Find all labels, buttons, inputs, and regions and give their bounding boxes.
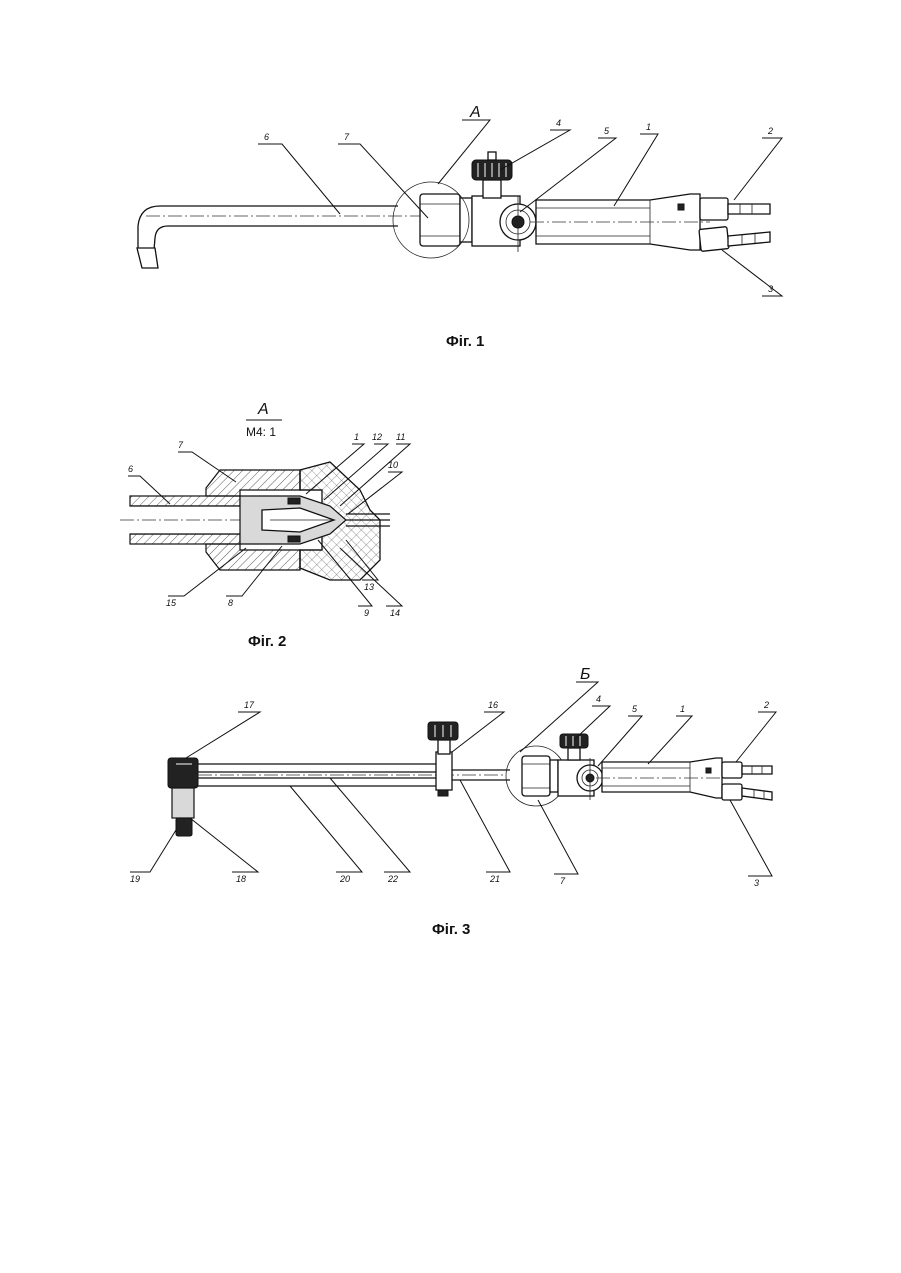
fig1-nipples [699, 198, 770, 251]
fig3-head [168, 758, 198, 836]
fig3-label-3: 3 [754, 878, 759, 888]
fig3-label-22: 22 [387, 874, 398, 884]
fig3-nut [522, 756, 558, 796]
fig3-label-1: 1 [680, 704, 685, 714]
fig2-label-12: 12 [372, 432, 382, 442]
fig3-label-7: 7 [560, 876, 566, 886]
fig1-label-6: 6 [264, 132, 269, 142]
fig3-nipples [722, 762, 772, 800]
fig2-label-7: 7 [178, 440, 184, 450]
fig1-label-7: 7 [344, 132, 350, 142]
fig1-detail-mark: A [469, 104, 481, 121]
fig2-detail-title: A [257, 401, 269, 418]
fig3-handle [596, 758, 730, 798]
fig3-label-19: 19 [130, 874, 140, 884]
fig2-label-1: 1 [354, 432, 359, 442]
fig3-label-21: 21 [489, 874, 500, 884]
fig1-label-4: 4 [556, 118, 561, 128]
fig3-label-4: 4 [596, 694, 601, 704]
fig1-label-2: 2 [767, 126, 773, 136]
fig3-label-17: 17 [244, 700, 255, 710]
fig2-label-8: 8 [228, 598, 233, 608]
fig2-label-15: 15 [166, 598, 177, 608]
fig2-label-10: 10 [388, 460, 398, 470]
fig2-label-13: 13 [364, 582, 374, 592]
fig2-caption: Фіг. 2 [248, 633, 286, 650]
figure-3: 17 16 Б 4 5 1 2 19 18 20 22 21 7 3 Фіг. … [130, 666, 776, 938]
fig2-label-14: 14 [390, 608, 400, 618]
fig1-valve-body [472, 196, 536, 252]
fig1-torch-tip [137, 206, 420, 268]
fig2-label-9: 9 [364, 608, 369, 618]
fig3-tubes [198, 764, 510, 786]
fig3-label-20: 20 [339, 874, 350, 884]
fig3-secondary-valve [428, 722, 458, 796]
fig2-scale: M4: 1 [246, 425, 276, 439]
fig3-label-5: 5 [632, 704, 638, 714]
fig3-valve-body [558, 734, 603, 800]
fig2-label-6: 6 [128, 464, 133, 474]
fig1-caption: Фіг. 1 [446, 333, 484, 350]
fig1-valve-knob [472, 152, 512, 198]
fig3-label-16: 16 [488, 700, 498, 710]
figure-1: 6 7 A 4 5 1 2 3 Фіг. 1 [137, 104, 782, 350]
fig1-label-5: 5 [604, 126, 610, 136]
figure-2: A M4: 1 [120, 401, 410, 650]
fig3-detail-mark: Б [580, 666, 590, 683]
fig1-handle [530, 194, 710, 250]
fig3-caption: Фіг. 3 [432, 921, 470, 938]
fig3-label-18: 18 [236, 874, 246, 884]
fig2-label-11: 11 [396, 432, 405, 442]
fig1-label-1: 1 [646, 122, 651, 132]
fig1-label-3: 3 [768, 284, 773, 294]
fig3-label-2: 2 [763, 700, 769, 710]
